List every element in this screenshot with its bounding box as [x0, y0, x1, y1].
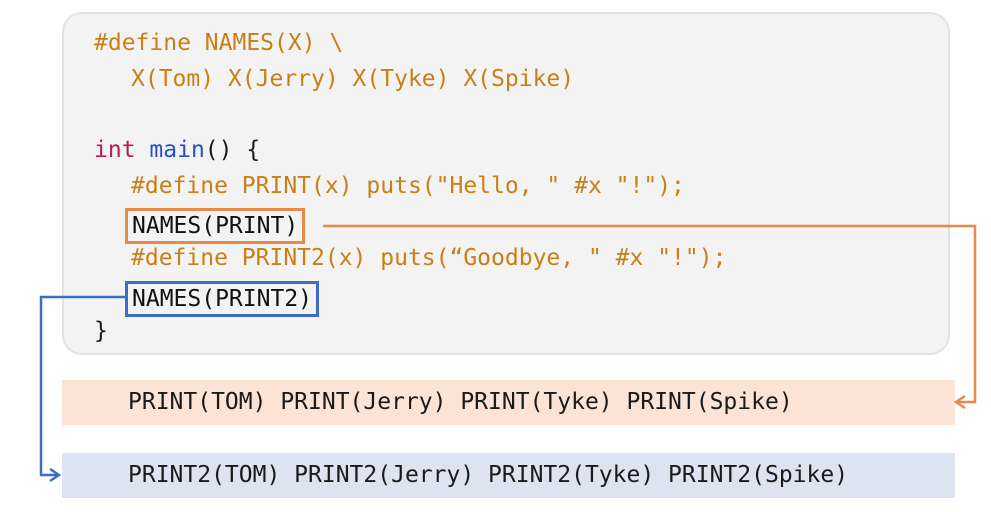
code-line-define-print: #define PRINT(x) puts("Hello, " #x "!");	[131, 173, 685, 199]
code-line-define-names: #define NAMES(X) \	[94, 30, 344, 56]
orange-arrowhead	[953, 394, 966, 410]
blue-arrowhead	[49, 467, 62, 483]
code-panel	[62, 12, 950, 355]
print2-expansion-result: PRINT2(TOM) PRINT2(Jerry) PRINT2(Tyke) P…	[62, 453, 955, 498]
code-line-main: int main() {	[94, 135, 260, 165]
code-line-close-brace: }	[94, 318, 108, 344]
main-paren-brace: () {	[204, 137, 261, 163]
print-expansion-result: PRINT(TOM) PRINT(Jerry) PRINT(Tyke) PRIN…	[62, 380, 955, 425]
blue-connector-line	[39, 295, 125, 477]
code-line-names-list: X(Tom) X(Jerry) X(Tyke) X(Spike)	[131, 66, 575, 92]
keyword-int: int	[94, 137, 136, 163]
names-print2-highlight: NAMES(PRINT2)	[125, 281, 320, 317]
function-main: main	[149, 137, 205, 163]
names-print-highlight: NAMES(PRINT)	[125, 208, 306, 244]
orange-connector-line	[323, 224, 977, 404]
code-line-define-print2: #define PRINT2(x) puts(“Goodbye, " #x "!…	[131, 245, 727, 271]
